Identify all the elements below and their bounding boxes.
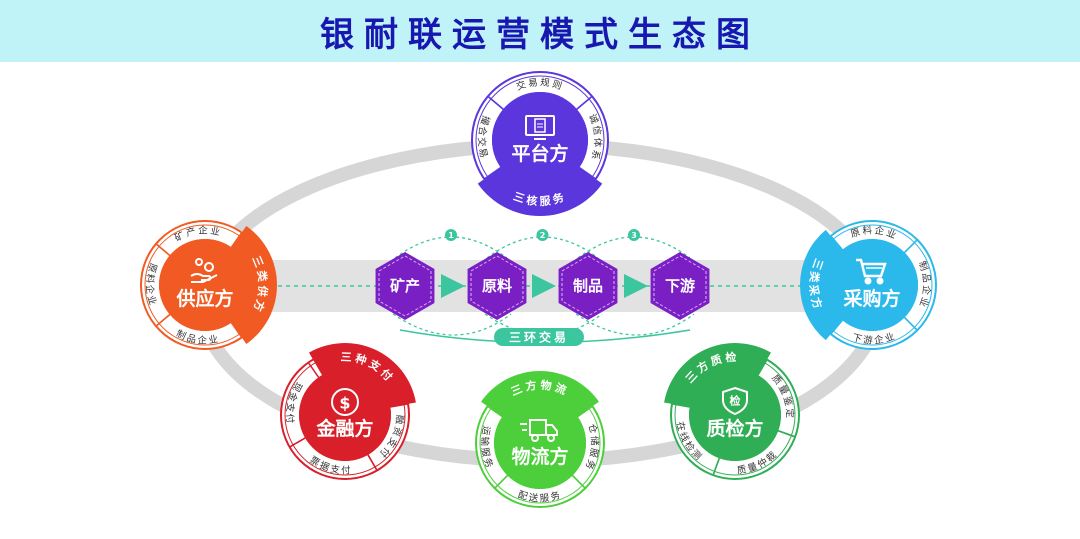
stage-2[interactable]: 制品 xyxy=(558,252,618,320)
segment-label-path: 下游企业 xyxy=(851,331,896,347)
node-label: 供应方 xyxy=(175,287,233,310)
shopping-cart-icon xyxy=(856,258,887,285)
segment-divider xyxy=(307,362,320,378)
step-badge xyxy=(445,229,457,241)
hexagon-dashed-border xyxy=(653,255,707,317)
banner-buyer xyxy=(800,229,844,341)
hexagon xyxy=(558,252,618,320)
hand-coins-icon xyxy=(190,258,218,283)
delivery-truck-icon xyxy=(520,419,558,442)
hexagon xyxy=(375,252,435,320)
node-core-cover xyxy=(494,397,586,489)
step-number: 3 xyxy=(631,231,637,240)
banner-logistics xyxy=(481,371,599,418)
stage-label: 制品 xyxy=(573,277,603,295)
node-core-cover xyxy=(826,239,918,331)
hexagon-dashed-border xyxy=(378,255,432,317)
dollar-sign: $ xyxy=(339,394,350,413)
stage-label: 原料 xyxy=(482,277,512,295)
node-label: 物流方 xyxy=(511,445,568,468)
monitor-document-icon xyxy=(525,115,555,140)
segment-label-path: 配送服务 xyxy=(517,489,562,505)
node-label: 采购方 xyxy=(843,287,900,310)
node-finance[interactable]: 三种支付现金支付融资支付票据支付$金融方 xyxy=(280,343,416,480)
value-chain-flow: 1 2 3 三环交易 矿产 原料 制品 下游 xyxy=(375,229,710,346)
segment-divider xyxy=(903,239,918,254)
node-platform[interactable]: 三核服务交易规则诚信体系撮合交易平台方 xyxy=(471,71,609,216)
stage-label: 下游 xyxy=(665,277,695,295)
node-label: 质检方 xyxy=(706,417,763,440)
hexagon-dashed-border xyxy=(561,255,615,317)
hexagon xyxy=(467,252,527,320)
title-band: 银耐联运营模式生态图 xyxy=(0,0,1080,62)
step-number: 1 xyxy=(448,231,454,240)
node-label: 金融方 xyxy=(315,417,373,440)
banner-finance xyxy=(309,343,416,408)
stage-3[interactable]: 下游 xyxy=(650,252,710,320)
segment-divider xyxy=(571,474,586,489)
segment-divider xyxy=(494,474,509,489)
segment-label: 配送服务 xyxy=(517,489,564,505)
shield-check-icon: 检 xyxy=(722,386,748,416)
banner-quality xyxy=(664,343,771,408)
stage-0[interactable]: 矿产 xyxy=(375,252,435,320)
segment-divider xyxy=(712,457,720,476)
hexagon-dashed-border xyxy=(470,255,524,317)
dollar-coin-icon: $ xyxy=(331,388,359,416)
segment-divider xyxy=(903,316,918,331)
segment-divider xyxy=(367,454,378,471)
segment-divider xyxy=(576,95,593,110)
banner-supplier xyxy=(230,226,277,344)
segment-divider xyxy=(289,437,306,448)
node-core-cover xyxy=(159,239,251,331)
shield-label: 检 xyxy=(730,394,741,408)
segment-divider xyxy=(155,243,171,257)
page-title: 银耐联运营模式生态图 xyxy=(320,14,760,55)
segment-divider xyxy=(155,313,171,327)
stage-1[interactable]: 原料 xyxy=(467,252,527,320)
participant-nodes: 三核服务交易规则诚信体系撮合交易平台方三类供方矿产企业原料企业制品企业供应方三类… xyxy=(140,71,937,508)
segment-divider xyxy=(777,430,796,438)
segment-label: 下游企业 xyxy=(851,331,898,347)
stage-label: 矿产 xyxy=(390,277,420,295)
loop-label-pill xyxy=(494,328,584,346)
node-label: 平台方 xyxy=(511,142,568,165)
segment-divider xyxy=(487,95,504,110)
loop-label: 三环交易 xyxy=(509,330,569,345)
step-number: 2 xyxy=(540,231,546,240)
banner-platform xyxy=(477,166,603,216)
step-badge xyxy=(628,229,640,241)
step-badge xyxy=(536,229,549,241)
hexagon xyxy=(650,252,710,320)
